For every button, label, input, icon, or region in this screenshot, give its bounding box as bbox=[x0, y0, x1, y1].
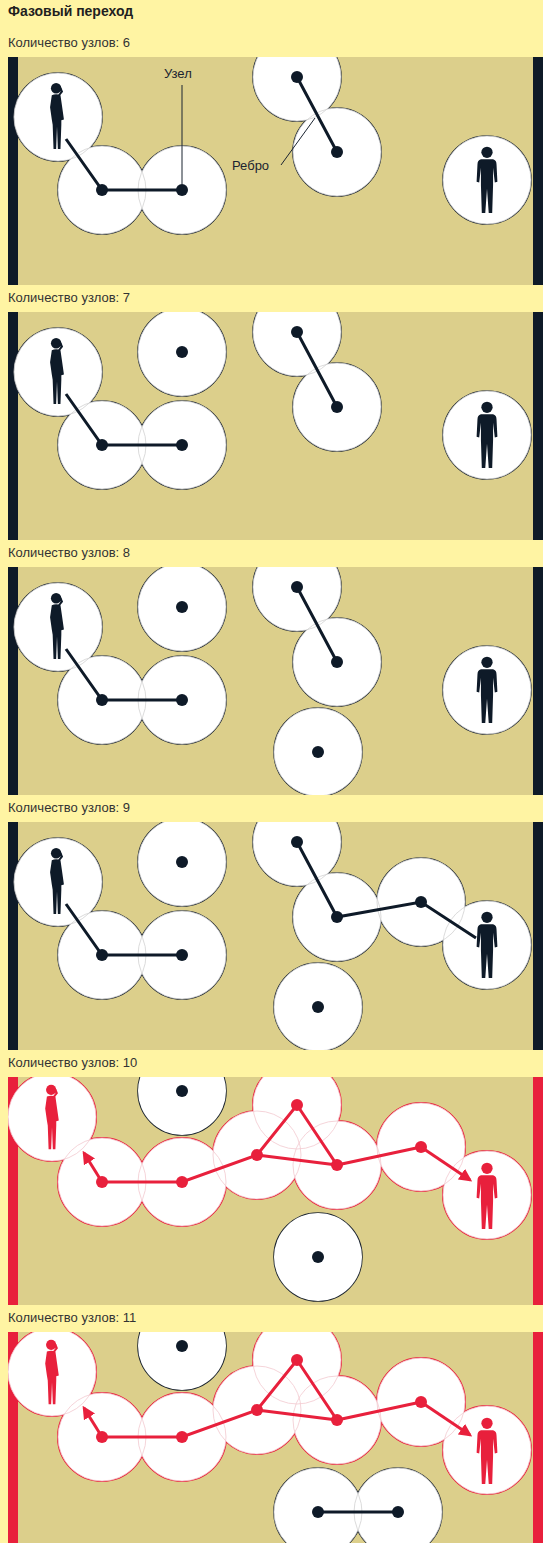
wall bbox=[533, 567, 543, 795]
range-circles bbox=[14, 822, 531, 1050]
range-circles bbox=[138, 1077, 226, 1135]
phase-panel: Количество узлов: 10 bbox=[0, 1053, 543, 1305]
range-circles bbox=[8, 1077, 531, 1239]
range-circles bbox=[14, 57, 531, 234]
graph-node bbox=[96, 1099, 427, 1188]
path-arrow bbox=[421, 1147, 470, 1180]
graph-node bbox=[96, 581, 343, 758]
person-figure bbox=[477, 1163, 498, 1229]
callout-label: Узел bbox=[164, 66, 192, 82]
phase-panel: Количество узлов: 8 bbox=[0, 543, 543, 795]
range-circles bbox=[8, 1332, 531, 1494]
range-circles bbox=[14, 312, 531, 489]
range-circles bbox=[14, 567, 531, 795]
panel-art bbox=[8, 1302, 543, 1543]
graph-node bbox=[176, 1340, 404, 1518]
person-figure bbox=[45, 1085, 59, 1150]
range-circles bbox=[14, 312, 531, 489]
range-circles bbox=[274, 1468, 442, 1543]
person-figure bbox=[50, 83, 64, 149]
wall bbox=[8, 57, 18, 285]
range-circles bbox=[8, 1077, 531, 1239]
person-figure bbox=[50, 848, 64, 914]
graph-edge bbox=[66, 332, 337, 445]
range-circles bbox=[14, 57, 531, 234]
range-circles bbox=[14, 567, 531, 795]
panel-art bbox=[8, 288, 543, 540]
phase-panel: Количество узлов: 11 bbox=[0, 1308, 543, 1543]
range-circles bbox=[138, 1077, 226, 1135]
range-circles bbox=[8, 1332, 531, 1494]
panel-heading: Количество узлов: 9 bbox=[0, 798, 543, 818]
person-figure bbox=[50, 593, 64, 659]
person-figure bbox=[477, 912, 498, 978]
panel-heading: Количество узлов: 7 bbox=[0, 288, 543, 308]
person-figure bbox=[477, 147, 498, 213]
panel-heading: Количество узлов: 10 bbox=[0, 1053, 543, 1073]
person-figure bbox=[477, 657, 498, 723]
phase-panel: Количество узлов: 7 bbox=[0, 288, 543, 540]
panel-heading: Количество узлов: 6 bbox=[0, 33, 543, 53]
panel-art bbox=[8, 33, 543, 285]
graph-node bbox=[96, 326, 343, 451]
panel-heading: Количество узлов: 11 bbox=[0, 1308, 543, 1328]
graph-node bbox=[176, 1085, 324, 1263]
range-circles bbox=[14, 822, 531, 1050]
panel-art bbox=[8, 543, 543, 796]
wall bbox=[533, 1332, 543, 1543]
person-figure bbox=[477, 402, 498, 468]
range-circles bbox=[14, 567, 531, 795]
leader-line bbox=[182, 85, 315, 184]
graph-node bbox=[96, 1354, 427, 1443]
panel-art bbox=[8, 798, 543, 1051]
graph-edge bbox=[102, 1105, 421, 1182]
wall bbox=[533, 312, 543, 540]
phase-panel: Количество узлов: 9 bbox=[0, 798, 543, 1050]
wall bbox=[8, 312, 18, 540]
panel-heading: Количество узлов: 8 bbox=[0, 543, 543, 563]
callout-label: Ребро bbox=[232, 158, 269, 174]
panel-art bbox=[8, 1047, 543, 1305]
range-circles bbox=[274, 1213, 362, 1301]
wall bbox=[533, 1077, 543, 1305]
wall bbox=[533, 822, 543, 1050]
range-circles bbox=[8, 1077, 531, 1239]
graph-edge bbox=[318, 1511, 398, 1514]
range-circles bbox=[274, 1213, 362, 1301]
wall bbox=[8, 822, 18, 1050]
person-figure bbox=[477, 1418, 498, 1484]
range-circles bbox=[274, 1468, 442, 1543]
range-circles bbox=[14, 822, 531, 1050]
graph-node bbox=[96, 71, 343, 196]
graph-edge bbox=[102, 1360, 421, 1437]
graph-edge bbox=[66, 842, 476, 955]
graph-edge bbox=[66, 77, 337, 190]
wall bbox=[8, 567, 18, 795]
range-circles bbox=[14, 57, 531, 234]
path-arrow bbox=[421, 1402, 470, 1435]
graph-node bbox=[96, 836, 427, 1013]
range-circles bbox=[138, 1332, 226, 1390]
range-circles bbox=[138, 1332, 226, 1390]
wall bbox=[533, 57, 543, 285]
person-figure bbox=[50, 338, 64, 404]
graph-edge bbox=[66, 587, 337, 700]
range-circles bbox=[274, 1468, 442, 1543]
person-figure bbox=[45, 1340, 59, 1405]
range-circles bbox=[14, 312, 531, 489]
phase-panel: Количество узлов: 6 bbox=[0, 33, 543, 285]
diagram-title: Фазовый переход bbox=[8, 3, 133, 19]
range-circles bbox=[8, 1332, 531, 1494]
